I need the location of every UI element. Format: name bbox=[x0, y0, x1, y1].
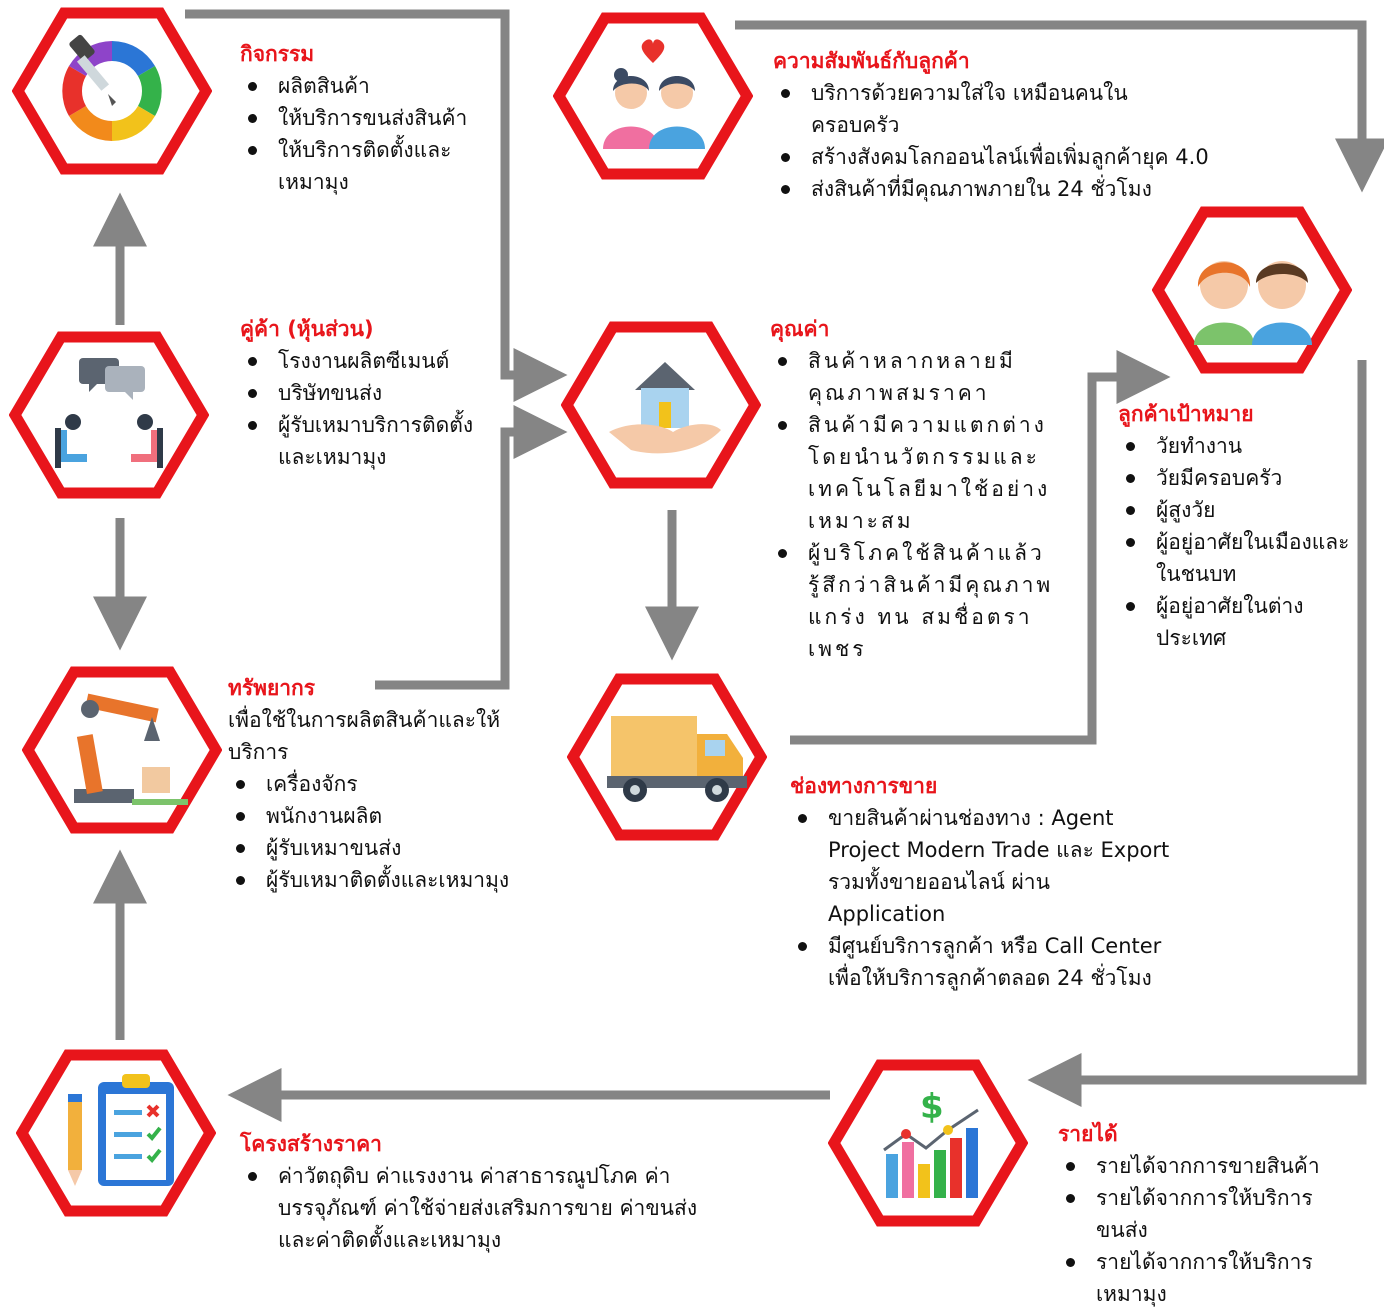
value-list: สินค้าหลากหลายมีคุณภาพสมราคา สินค้ามีควา… bbox=[770, 345, 1070, 665]
partners-block: คู่ค้า (หุ้นส่วน) โรงงานผลิตซีเมนต์ บริษ… bbox=[240, 313, 500, 473]
activities-list: ผลิตสินค้า ให้บริการขนส่งสินค้า ให้บริกา… bbox=[240, 70, 490, 198]
couple-heart-icon bbox=[603, 39, 705, 149]
robot-arm-icon bbox=[74, 693, 188, 805]
list-item: ผู้อยู่อาศัยในเมืองและในชนบท bbox=[1118, 526, 1358, 590]
cost-block: โครงสร้างราคา ค่าวัตถุดิบ ค่าแรงงาน ค่าส… bbox=[240, 1128, 700, 1256]
list-item: ผู้อยู่อาศัยในต่างประเทศ bbox=[1118, 590, 1358, 654]
resources-block: ทรัพยากร เพื่อใช้ในการผลิตสินค้าและให้บร… bbox=[228, 672, 548, 896]
relationships-block: ความสัมพันธ์กับลูกค้า บริการด้วยความใส่ใ… bbox=[773, 45, 1293, 205]
revenue-chart-icon: $ bbox=[883, 1087, 979, 1198]
value-hexagon bbox=[561, 320, 761, 490]
relationships-title: ความสัมพันธ์กับลูกค้า bbox=[773, 49, 970, 73]
arrow-relationships-to-segments bbox=[735, 20, 1384, 193]
list-item: วัยทำงาน bbox=[1118, 430, 1358, 462]
resources-hexagon bbox=[22, 665, 222, 835]
segments-hexagon bbox=[1152, 205, 1352, 375]
svg-text:$: $ bbox=[920, 1087, 944, 1127]
list-item: มีศูนย์บริการลูกค้า หรือ Call Center เพื… bbox=[790, 930, 1170, 994]
list-item: ผู้บริโภคใช้สินค้าแล้วรู้สึกว่าสินค้ามีค… bbox=[770, 537, 1070, 665]
cost-list: ค่าวัตถุดิบ ค่าแรงงาน ค่าสาธารณูปโภค ค่า… bbox=[240, 1160, 700, 1256]
list-item: รายได้จากการให้บริการเหมามุง bbox=[1058, 1246, 1358, 1310]
segments-title: ลูกค้าเป้าหมาย bbox=[1118, 402, 1254, 426]
channels-title: ช่องทางการขาย bbox=[790, 774, 938, 798]
checklist-clipboard-icon bbox=[68, 1074, 174, 1186]
arrow-channels-to-segments bbox=[790, 350, 1171, 745]
list-item: ผู้รับเหมาบริการติดตั้งและเหมามุง bbox=[240, 409, 500, 473]
list-item: ผู้รับเหมาขนส่ง bbox=[228, 832, 548, 864]
partners-list: โรงงานผลิตซีเมนต์ บริษัทขนส่ง ผู้รับเหมา… bbox=[240, 345, 500, 473]
list-item: สร้างสังคมโลกออนไลน์เพื่อเพิ่มลูกค้ายุค … bbox=[773, 141, 1293, 173]
channels-hexagon bbox=[567, 672, 767, 842]
list-item: สินค้าหลากหลายมีคุณภาพสมราคา bbox=[770, 345, 1070, 409]
list-item: ผู้รับเหมาติดตั้งและเหมามุง bbox=[228, 864, 548, 896]
cost-title: โครงสร้างราคา bbox=[240, 1132, 382, 1156]
arrow-segments-to-revenue bbox=[1027, 360, 1367, 1107]
value-block: คุณค่า สินค้าหลากหลายมีคุณภาพสมราคา สินค… bbox=[770, 313, 1070, 665]
list-item: พนักงานผลิต bbox=[228, 800, 548, 832]
list-item: บริการด้วยความใส่ใจ เหมือนคนในครอบครัว bbox=[773, 77, 1191, 141]
arrow-resources-to-value bbox=[375, 405, 568, 690]
channels-list: ขายสินค้าผ่านช่องทาง : Agent Project Mod… bbox=[790, 802, 1170, 994]
cost-hexagon bbox=[16, 1048, 216, 1218]
customers-icon bbox=[1194, 261, 1312, 345]
partners-hexagon bbox=[9, 330, 209, 500]
list-item: ขายสินค้าผ่านช่องทาง : Agent Project Mod… bbox=[790, 802, 1170, 930]
resources-intro: เพื่อใช้ในการผลิตสินค้าและให้บริการ bbox=[228, 708, 501, 764]
activities-title: กิจกรรม bbox=[240, 42, 315, 66]
color-picker-wheel-icon bbox=[62, 34, 162, 141]
list-item: วัยมีครอบครัว bbox=[1118, 462, 1358, 494]
revenue-hexagon: $ bbox=[828, 1058, 1028, 1228]
list-item: รายได้จากการให้บริการขนส่ง bbox=[1058, 1182, 1358, 1246]
list-item: ให้บริการขนส่งสินค้า bbox=[240, 102, 490, 134]
list-item: ผลิตสินค้า bbox=[240, 70, 490, 102]
value-title: คุณค่า bbox=[770, 317, 830, 341]
meeting-chat-icon bbox=[55, 358, 163, 468]
segments-list: วัยทำงาน วัยมีครอบครัว ผู้สูงวัย ผู้อยู่… bbox=[1118, 430, 1358, 654]
list-item: โรงงานผลิตซีเมนต์ bbox=[240, 345, 500, 377]
list-item: ส่งสินค้าที่มีคุณภาพภายใน 24 ชั่วโมง bbox=[773, 173, 1293, 205]
segments-block: ลูกค้าเป้าหมาย วัยทำงาน วัยมีครอบครัว ผู… bbox=[1118, 398, 1358, 654]
revenue-block: รายได้ รายได้จากการขายสินค้า รายได้จากกา… bbox=[1058, 1118, 1358, 1310]
list-item: ผู้สูงวัย bbox=[1118, 494, 1358, 526]
relationships-hexagon bbox=[553, 11, 753, 181]
list-item: บริษัทขนส่ง bbox=[240, 377, 500, 409]
resources-title: ทรัพยากร bbox=[228, 676, 316, 700]
partners-title: คู่ค้า (หุ้นส่วน) bbox=[240, 317, 374, 341]
revenue-list: รายได้จากการขายสินค้า รายได้จากการให้บริ… bbox=[1058, 1150, 1358, 1310]
arrow-activities-to-value bbox=[185, 9, 568, 402]
activities-hexagon bbox=[12, 6, 212, 176]
revenue-title: รายได้ bbox=[1058, 1122, 1118, 1146]
list-item: สินค้ามีความแตกต่างโดยนำนวัตกรรมและเทคโน… bbox=[770, 409, 1070, 537]
list-item: รายได้จากการขายสินค้า bbox=[1058, 1150, 1358, 1182]
relationships-list: บริการด้วยความใส่ใจ เหมือนคนในครอบครัว ส… bbox=[773, 77, 1293, 205]
activities-block: กิจกรรม ผลิตสินค้า ให้บริการขนส่งสินค้า … bbox=[240, 38, 490, 198]
resources-list: เครื่องจักร พนักงานผลิต ผู้รับเหมาขนส่ง … bbox=[228, 768, 548, 896]
list-item: ให้บริการติดตั้งและเหมามุง bbox=[240, 134, 490, 198]
list-item: ค่าวัตถุดิบ ค่าแรงงาน ค่าสาธารณูปโภค ค่า… bbox=[240, 1160, 700, 1256]
channels-block: ช่องทางการขาย ขายสินค้าผ่านช่องทาง : Age… bbox=[790, 770, 1170, 994]
house-in-hand-icon bbox=[609, 362, 721, 454]
list-item: เครื่องจักร bbox=[228, 768, 548, 800]
delivery-truck-icon bbox=[607, 716, 747, 802]
